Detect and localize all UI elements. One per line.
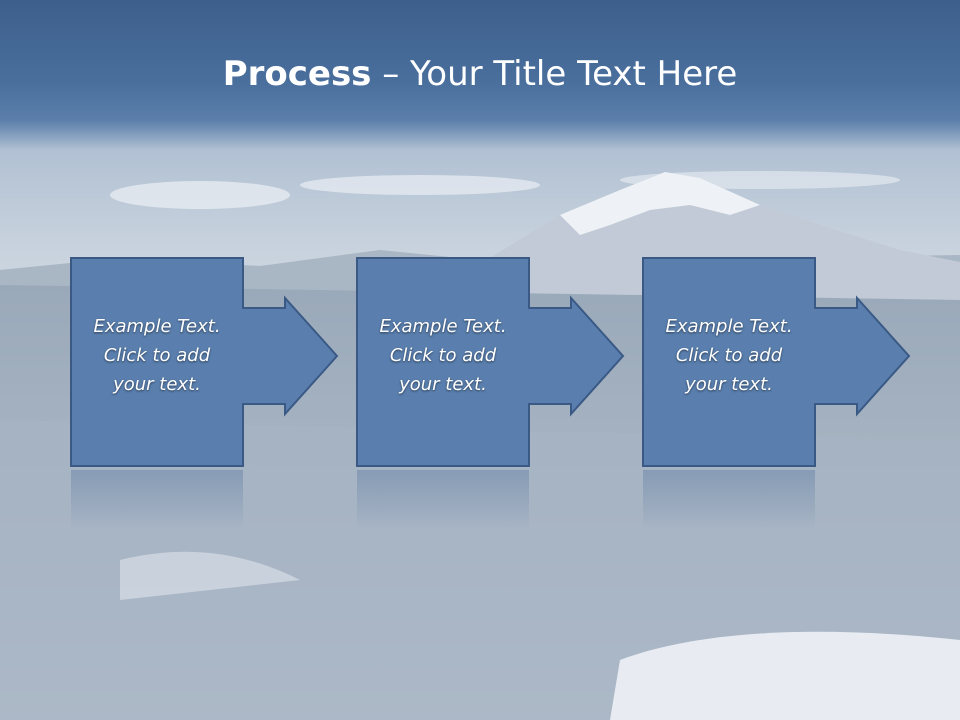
step-text-line: your text. <box>685 374 773 395</box>
step-text-line: Click to add <box>103 345 211 366</box>
step-text-line: Click to add <box>389 345 497 366</box>
title-rest-text: – Your Title Text Here <box>371 54 738 94</box>
step-arrow-shape <box>356 257 625 467</box>
step-reflection <box>357 470 529 530</box>
step-text-line: Example Text. <box>93 316 221 337</box>
step-text-line: your text. <box>113 374 201 395</box>
step-text-line: Click to add <box>675 345 783 366</box>
step-text-line: Example Text. <box>665 316 793 337</box>
title-bold-text: Process <box>222 54 372 94</box>
step-text[interactable]: Example Text. Click to add your text. <box>643 312 815 399</box>
step-reflection <box>71 470 243 530</box>
step-arrow-shape <box>70 257 339 467</box>
title-band <box>0 0 960 150</box>
step-text[interactable]: Example Text. Click to add your text. <box>71 312 243 399</box>
step-text-line: Example Text. <box>379 316 507 337</box>
step-reflection <box>643 470 815 530</box>
slide-title[interactable]: Process – Your Title Text Here <box>0 54 960 94</box>
step-text[interactable]: Example Text. Click to add your text. <box>357 312 529 399</box>
process-step-3[interactable]: Example Text. Click to add your text. <box>642 257 911 468</box>
process-step-1[interactable]: Example Text. Click to add your text. <box>70 257 339 468</box>
step-text-line: your text. <box>399 374 487 395</box>
process-step-2[interactable]: Example Text. Click to add your text. <box>356 257 625 468</box>
step-arrow-shape <box>642 257 911 467</box>
